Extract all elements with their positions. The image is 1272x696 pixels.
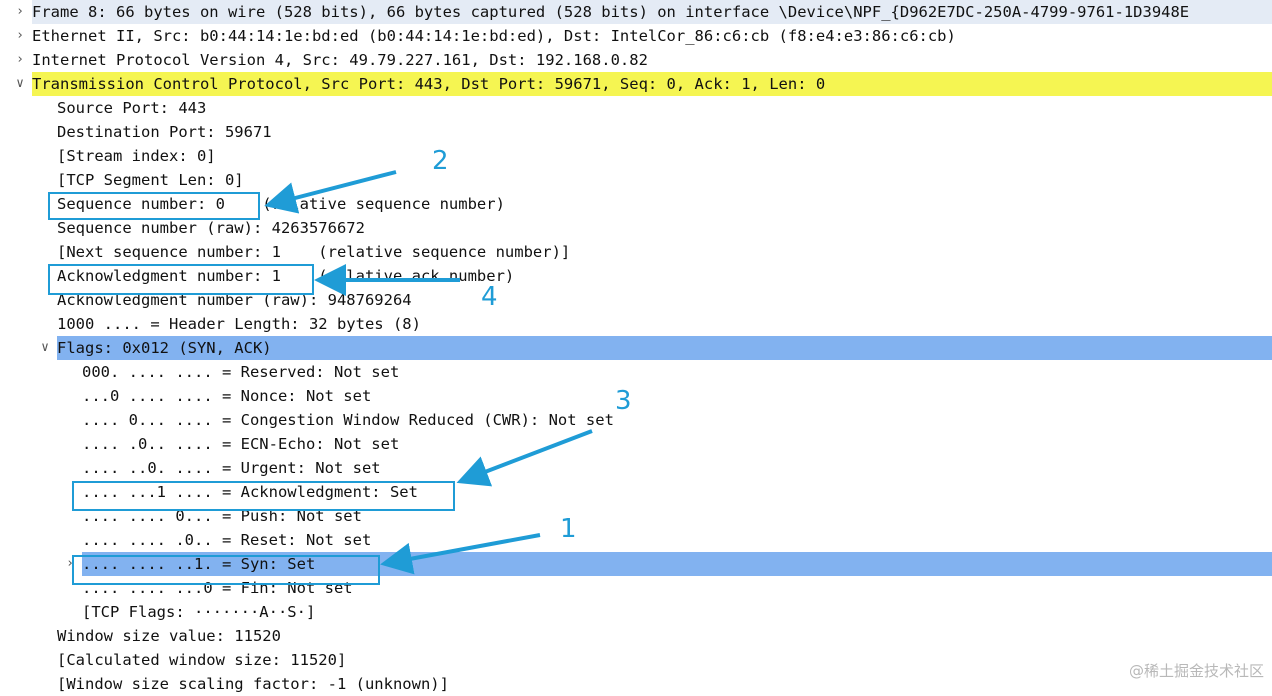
expanded-chevron-icon[interactable]: ∨ <box>16 76 24 91</box>
row-text: [Next sequence number: 1 (relative seque… <box>57 243 571 261</box>
row-text: .... ...1 .... = Acknowledgment: Set <box>82 483 418 501</box>
annotation-label-1: 1 <box>560 514 577 544</box>
row-text: [TCP Segment Len: 0] <box>57 171 244 189</box>
row-text: 000. .... .... = Reserved: Not set <box>82 363 400 381</box>
row-text: ...0 .... .... = Nonce: Not set <box>82 387 372 405</box>
window-size-row[interactable]: Window size value: 11520 <box>0 624 1272 648</box>
annotation-label-3: 3 <box>615 386 632 416</box>
row-text: .... .... 0... = Push: Not set <box>82 507 362 525</box>
row-text: Destination Port: 59671 <box>57 123 272 141</box>
row-text: Transmission Control Protocol, Src Port:… <box>32 72 1272 96</box>
flag-nonce-row[interactable]: ...0 .... .... = Nonce: Not set <box>0 384 1272 408</box>
flag-reserved-row[interactable]: 000. .... .... = Reserved: Not set <box>0 360 1272 384</box>
tcp-flags-summary-row[interactable]: [TCP Flags: ·······A··S·] <box>0 600 1272 624</box>
flag-ack-row[interactable]: .... ...1 .... = Acknowledgment: Set <box>0 480 1272 504</box>
highlight-box-ack-flag <box>72 481 455 511</box>
source-port-row[interactable]: Source Port: 443 <box>0 96 1272 120</box>
annotation-label-2: 2 <box>432 146 449 176</box>
row-text: .... ..0. .... = Urgent: Not set <box>82 459 381 477</box>
row-text: Frame 8: 66 bytes on wire (528 bits), 66… <box>32 0 1272 24</box>
flag-push-row[interactable]: .... .... 0... = Push: Not set <box>0 504 1272 528</box>
highlight-box-syn-flag <box>72 555 380 585</box>
ip-row[interactable]: › Internet Protocol Version 4, Src: 49.79… <box>0 48 1272 72</box>
arrow-1 <box>380 533 541 575</box>
row-text: .... .0.. .... = ECN-Echo: Not set <box>82 435 400 453</box>
row-text: Acknowledgment number (raw): 948769264 <box>57 291 412 309</box>
row-text: .... 0... .... = Congestion Window Reduc… <box>82 411 614 429</box>
collapsed-chevron-icon[interactable]: › <box>16 52 24 67</box>
calculated-window-row[interactable]: [Calculated window size: 11520] <box>0 648 1272 672</box>
row-text: .... .... .0.. = Reset: Not set <box>82 531 372 549</box>
row-text: 1000 .... = Header Length: 32 bytes (8) <box>57 315 421 333</box>
row-text: [TCP Flags: ·······A··S·] <box>82 603 316 621</box>
arrow-2 <box>264 170 397 214</box>
ethernet-row[interactable]: › Ethernet II, Src: b0:44:14:1e:bd:ed (b0… <box>0 24 1272 48</box>
expanded-chevron-icon[interactable]: ∨ <box>41 340 49 355</box>
highlight-box-sequence <box>48 192 260 220</box>
flag-urgent-row[interactable]: .... ..0. .... = Urgent: Not set <box>0 456 1272 480</box>
destination-port-row[interactable]: Destination Port: 59671 <box>0 120 1272 144</box>
segment-len-row[interactable]: [TCP Segment Len: 0] <box>0 168 1272 192</box>
header-length-row[interactable]: 1000 .... = Header Length: 32 bytes (8) <box>0 312 1272 336</box>
ack-raw-row[interactable]: Acknowledgment number (raw): 948769264 <box>0 288 1272 312</box>
annotation-label-4: 4 <box>481 282 498 312</box>
row-text: Flags: 0x012 (SYN, ACK) <box>57 336 1272 360</box>
watermark: @稀土掘金技术社区 <box>1128 662 1264 680</box>
tcp-row[interactable]: ∨ Transmission Control Protocol, Src Port… <box>0 72 1272 96</box>
row-text: Internet Protocol Version 4, Src: 49.79.… <box>32 51 648 69</box>
arrow-3 <box>456 429 593 487</box>
highlight-box-ack <box>48 264 314 295</box>
flag-ecn-row[interactable]: .... .0.. .... = ECN-Echo: Not set <box>0 432 1272 456</box>
flag-reset-row[interactable]: .... .... .0.. = Reset: Not set <box>0 528 1272 552</box>
next-sequence-row[interactable]: [Next sequence number: 1 (relative seque… <box>0 240 1272 264</box>
collapsed-chevron-icon[interactable]: › <box>16 4 24 19</box>
row-text: Source Port: 443 <box>57 99 207 117</box>
row-text: [Calculated window size: 11520] <box>57 651 347 669</box>
flag-cwr-row[interactable]: .... 0... .... = Congestion Window Reduc… <box>0 408 1272 432</box>
row-text: [Stream index: 0] <box>57 147 216 165</box>
row-text: Window size value: 11520 <box>57 627 281 645</box>
row-text: Sequence number (raw): 4263576672 <box>57 219 365 237</box>
collapsed-chevron-icon[interactable]: › <box>16 28 24 43</box>
flags-row[interactable]: ∨ Flags: 0x012 (SYN, ACK) <box>0 336 1272 360</box>
stream-index-row[interactable]: [Stream index: 0] <box>0 144 1272 168</box>
frame-row[interactable]: › Frame 8: 66 bytes on wire (528 bits), 6… <box>0 0 1272 24</box>
row-text: Ethernet II, Src: b0:44:14:1e:bd:ed (b0:… <box>32 27 956 45</box>
sequence-raw-row[interactable]: Sequence number (raw): 4263576672 <box>0 216 1272 240</box>
collapsed-chevron-icon[interactable]: › <box>66 556 74 571</box>
